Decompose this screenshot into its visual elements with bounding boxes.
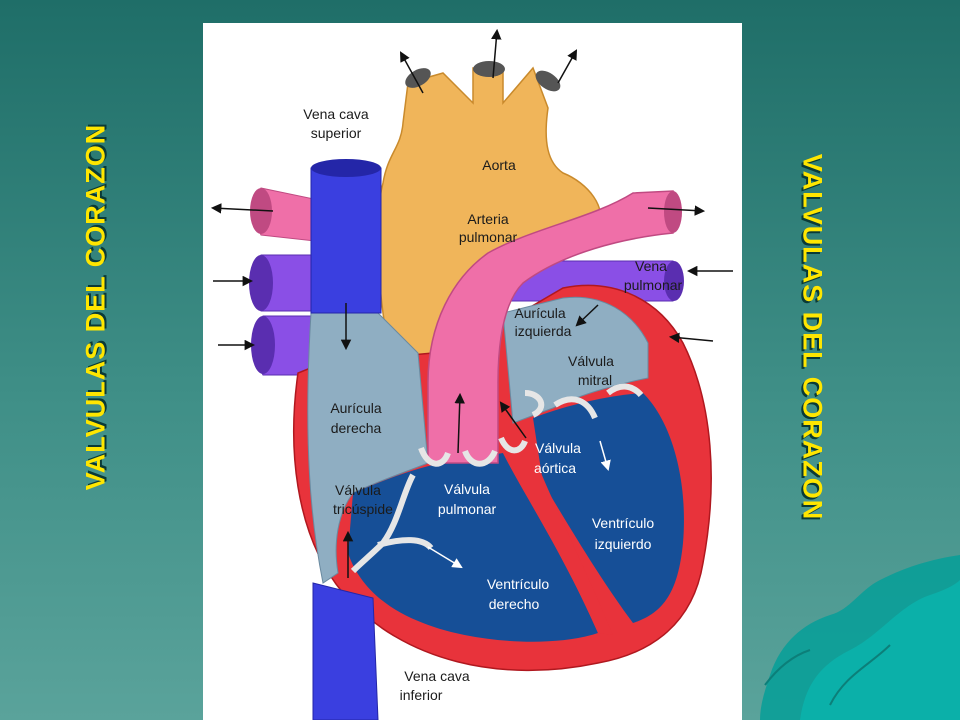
svg-text:Válvula: Válvula (444, 481, 490, 497)
label-valvula-mitral: Válvula mitral (568, 353, 614, 388)
svg-text:Aurícula: Aurícula (330, 400, 382, 416)
label-aorta: Aorta (482, 157, 516, 173)
svg-text:inferior: inferior (400, 687, 443, 703)
label-auricula-izquierda: Aurícula izquierda (514, 305, 571, 339)
svg-text:Ventrículo: Ventrículo (592, 515, 654, 531)
svg-text:Vena: Vena (635, 258, 667, 274)
mitral-valve (524, 383, 644, 420)
right-atrium (307, 312, 429, 584)
svg-text:Aurícula: Aurícula (514, 305, 566, 321)
aortic-valve (498, 436, 528, 454)
inferior-vena-cava (312, 582, 379, 720)
svg-text:mitral: mitral (578, 372, 612, 388)
label-vena-cava-superior: Vena cava superior (303, 106, 369, 141)
svg-text:superior: superior (311, 125, 362, 141)
svg-text:derecha: derecha (331, 420, 382, 436)
svg-text:pulmonar: pulmonar (459, 229, 518, 245)
label-vena-pulmonar: Vena pulmonar (624, 258, 683, 293)
label-valvula-aortica: Válvula aórtica (534, 440, 581, 476)
svg-text:pulmonar: pulmonar (624, 277, 683, 293)
slide-title-right: VALVULAS DEL CORAZON (797, 153, 828, 521)
septum (503, 453, 613, 635)
flow-arrows (210, 28, 733, 578)
svg-text:pulmonar: pulmonar (438, 501, 497, 517)
tricuspid-valve (350, 473, 434, 574)
svg-text:Válvula: Válvula (568, 353, 614, 369)
label-ventriculo-derecho: Ventrículo derecho (487, 576, 549, 612)
label-vena-cava-inferior: Vena cava inferior (400, 668, 470, 703)
pulmonary-valve (418, 446, 498, 467)
flow-arrows-white (427, 440, 611, 569)
label-valvula-tricuspide: Válvula tricúspide (333, 482, 393, 517)
svg-text:tricúspide: tricúspide (333, 501, 393, 517)
svg-text:Ventrículo: Ventrículo (487, 576, 549, 592)
svg-text:Aorta: Aorta (482, 157, 516, 173)
svg-text:izquierda: izquierda (515, 323, 572, 339)
svg-text:Vena cava: Vena cava (404, 668, 470, 684)
svg-text:Arteria: Arteria (467, 211, 508, 227)
label-valvula-pulmonar: Válvula pulmonar (438, 481, 497, 517)
label-ventriculo-izquierdo: Ventrículo izquierdo (592, 515, 654, 552)
superior-vena-cava (310, 167, 382, 314)
slide-title-left: VALVULAS DEL CORAZON (80, 123, 111, 491)
svg-text:aórtica: aórtica (534, 460, 576, 476)
svg-text:izquierdo: izquierdo (595, 536, 652, 552)
svg-text:Válvula: Válvula (535, 440, 581, 456)
left-ventricle (533, 393, 684, 623)
svg-text:derecho: derecho (489, 596, 540, 612)
corner-wave-decoration (760, 555, 960, 720)
right-ventricle (348, 453, 598, 642)
svg-text:Válvula: Válvula (335, 482, 381, 498)
label-arteria-pulmonar: Arteria pulmonar (459, 211, 518, 245)
pulmonary-artery (427, 190, 674, 464)
svg-text:Vena cava: Vena cava (303, 106, 369, 122)
label-auricula-derecha: Aurícula derecha (330, 400, 382, 436)
heart-diagram: Vena cava superior Aorta Arteria pulmona… (203, 23, 742, 720)
